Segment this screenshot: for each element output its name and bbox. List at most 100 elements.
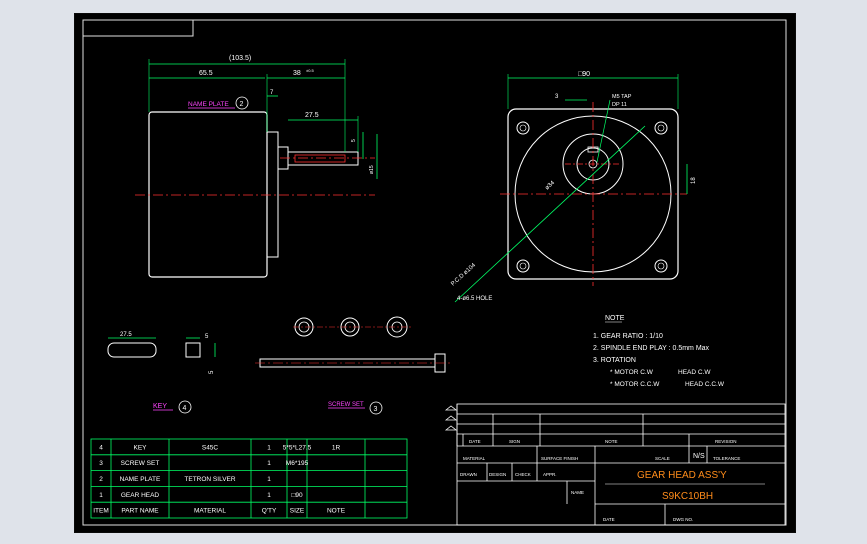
dim-34-text: ø34 [544, 180, 556, 192]
bom-cell-qty: 1 [267, 444, 271, 451]
key-plan [107, 342, 157, 358]
dim-shaftdia-text: ø15 [369, 165, 375, 174]
dim-18-text: 18 [691, 177, 697, 184]
bom-header-material: MATERIAL [194, 508, 226, 515]
mount-hole-tr-inner [657, 124, 665, 132]
tb-drawing-no: S9KC10BH [662, 491, 713, 502]
mount-hole-tl [516, 121, 530, 135]
dim-head-tol: ±0.5 [306, 68, 315, 73]
inner-border [82, 19, 787, 526]
rev-triangle-3 [444, 425, 458, 431]
key-balloon-no: 4 [183, 405, 187, 412]
tap-text: M5 TAP [612, 94, 632, 100]
bom-cell-item: 1 [99, 492, 103, 499]
bom-cell-material: TETRON SILVER [184, 476, 235, 483]
front-view: □90 3 M5 TAP DP 11 18 ø34 P.C.D ø104 4-ø… [450, 71, 697, 303]
tb-dwgno: DWG NO. [673, 517, 693, 522]
tb-name: NAME [571, 490, 584, 495]
key-detail: 27.5 5 5 KEY 4 [107, 332, 216, 414]
bom-cell-part: KEY [133, 444, 147, 451]
dim-keyw2-text: 5 [205, 334, 209, 340]
dim-keydepth-text: 3 [555, 94, 559, 100]
tb-appr: APPR. [543, 472, 557, 477]
cad-drawing: (103.5) 65.5 38 ±0.5 7 27.5 5 ø15 NAME P… [82, 19, 787, 526]
title-block [444, 403, 786, 526]
bom-cell-qty: 1 [267, 476, 271, 483]
rev-triangle-2 [444, 415, 458, 421]
motor-body [148, 111, 268, 278]
tb-scale: SCALE [655, 456, 670, 461]
bom-header-item: ITEM [93, 508, 109, 515]
bom-cell-size: M6*195 [286, 460, 309, 467]
flange [266, 131, 279, 258]
bom-header-part: PART NAME [121, 508, 159, 515]
dim-shaft-text: 27.5 [305, 112, 319, 119]
note-rot2-motor: * MOTOR C.C.W [610, 381, 660, 388]
tb-check: CHECK [515, 472, 531, 477]
dim-keyh-text: 5 [209, 370, 215, 374]
mount-hole-tr [654, 121, 668, 135]
name-plate-balloon-no: 2 [240, 101, 244, 108]
screw-balloon-no: 3 [374, 406, 378, 413]
tb-revision: REVISION [715, 439, 737, 444]
pcd-text: P.C.D ø104 [450, 262, 477, 287]
note-2: 2. SPINDLE END PLAY : 0.5mm Max [593, 345, 710, 352]
title-frame [456, 403, 786, 526]
dim-overall-text: (103.5) [229, 55, 251, 62]
mount-hole-bl-inner [519, 262, 527, 270]
dim-head-text: 38 [293, 70, 301, 77]
tb-material: MATERIAL [463, 456, 486, 461]
tb-design: DESIGN [489, 472, 506, 477]
title-block-text: DATE SIGN NOTE SCALE N/S TOLERANCE REVIS… [460, 439, 740, 522]
bom-cell-note: 1R [332, 444, 341, 451]
note-rot1-motor: * MOTOR C.W [610, 369, 654, 376]
tb-tolerance: TOLERANCE [713, 456, 740, 461]
holes-text: 4-ø6.5 HOLE [457, 296, 492, 302]
mount-hole-tl-inner [519, 124, 527, 132]
tb-scale-val: N/S [693, 453, 705, 460]
bom-header-size: SIZE [290, 508, 305, 515]
bom-cell-item: 2 [99, 476, 103, 483]
tb-surface: SURFACE FINISH [541, 456, 578, 461]
shaft-keyway [294, 154, 346, 163]
key-balloon [178, 400, 192, 414]
bom-header-qty: Q'TY [262, 508, 277, 515]
screw-detail: SCREW SET 3 [255, 316, 453, 415]
corner-box [82, 19, 194, 37]
shaft [287, 151, 359, 166]
tap-leader [596, 99, 611, 163]
tb-date: DATE [469, 439, 481, 444]
name-plate-balloon [235, 96, 249, 110]
mount-hole-br-inner [657, 262, 665, 270]
screw-label: SCREW SET [328, 402, 364, 408]
rev-triangle-1 [444, 405, 458, 411]
note-rot1-head: HEAD C.W [678, 369, 711, 376]
bom-cell-part: SCREW SET [121, 460, 160, 467]
bom-cell-material: S45C [202, 444, 219, 451]
dim-keylen-text: 27.5 [120, 332, 132, 338]
note-rot2-head: HEAD C.C.W [685, 381, 725, 388]
dim-body-text: 65.5 [199, 70, 213, 77]
name-plate-label: NAME PLATE [188, 101, 229, 108]
tb-date2: DATE [603, 517, 615, 522]
bom-header-note: NOTE [327, 508, 346, 515]
tb-title: GEAR HEAD ASS'Y [637, 470, 727, 481]
note-title: NOTE [605, 315, 625, 322]
mount-hole-br [654, 259, 668, 273]
bom-cell-part: NAME PLATE [120, 476, 161, 483]
screw-balloon [369, 401, 383, 415]
bom-cell-size: □90 [291, 492, 303, 499]
note-1: 1. GEAR RATIO : 1/10 [593, 333, 663, 340]
drawing-sheet: (103.5) 65.5 38 ±0.5 7 27.5 5 ø15 NAME P… [74, 13, 796, 533]
note-3: 3. ROTATION [593, 357, 636, 364]
bom-cell-item: 4 [99, 444, 103, 451]
dim-square-text: □90 [578, 71, 590, 78]
side-view: (103.5) 65.5 38 ±0.5 7 27.5 5 ø15 NAME P… [135, 55, 378, 278]
dim-keyw-text: 5 [351, 139, 357, 142]
mount-hole-bl [516, 259, 530, 273]
notes: NOTE 1. GEAR RATIO : 1/10 2. SPINDLE END… [593, 315, 725, 388]
dim-7-text: 7 [270, 90, 274, 96]
key-label: KEY [153, 403, 167, 410]
tap-depth-text: DP 11 [612, 102, 627, 108]
